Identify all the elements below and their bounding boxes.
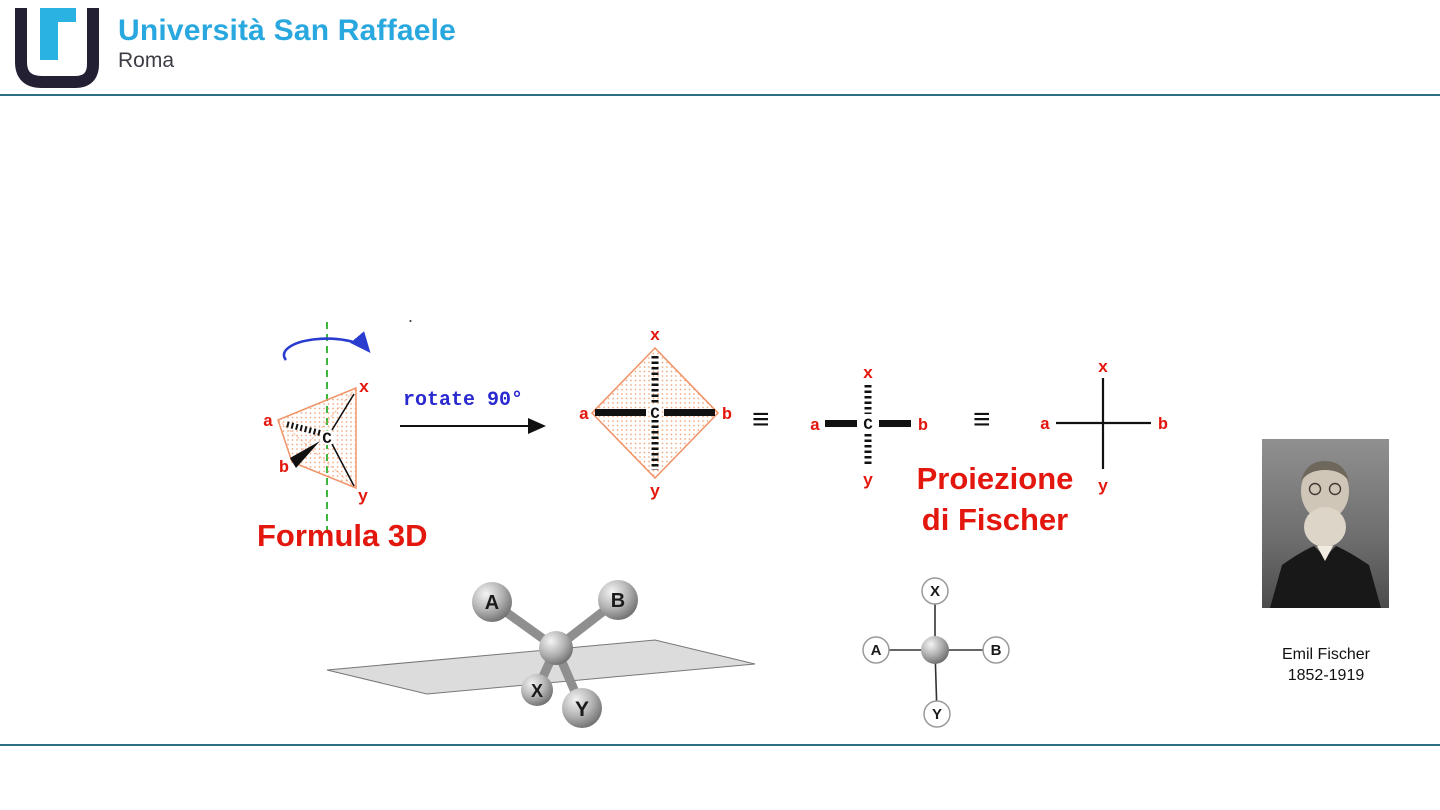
substituent-b-label: b bbox=[722, 406, 732, 425]
bond-wedge-b bbox=[290, 441, 320, 468]
proiezione-line1: Proiezione bbox=[916, 461, 1074, 496]
group-X-label: X bbox=[531, 681, 543, 701]
substituent-x-label: x bbox=[650, 327, 660, 346]
substituent-a-label: a bbox=[579, 406, 589, 425]
group-X-label: X bbox=[930, 583, 940, 600]
central-atom-sphere bbox=[539, 631, 573, 665]
group-A-label: A bbox=[871, 642, 882, 659]
bond-to-y bbox=[331, 443, 355, 487]
portrait-glasses-left bbox=[1308, 482, 1322, 496]
carbon-label: C bbox=[650, 405, 660, 423]
sphere-Y bbox=[562, 688, 602, 728]
portrait-face bbox=[1301, 462, 1349, 520]
diamond-face bbox=[590, 346, 720, 480]
bold-bond-b bbox=[664, 409, 715, 416]
tetrahedron-face bbox=[277, 386, 357, 490]
circle-A bbox=[862, 636, 890, 664]
sphere-X bbox=[521, 674, 553, 706]
portrait-suit bbox=[1270, 546, 1381, 608]
rotate-arrow-figure: rotate 90° bbox=[400, 389, 546, 434]
central-atom-sphere bbox=[921, 636, 949, 664]
university-name: Università San Raffaele bbox=[118, 14, 457, 47]
rotated-tetrahedron-figure: C a b x y bbox=[579, 327, 732, 502]
header: Università San Raffaele Roma bbox=[12, 6, 456, 88]
proiezione-line2: di Fischer bbox=[921, 502, 1069, 537]
portrait-collar bbox=[1317, 546, 1333, 561]
substituent-y-label: y bbox=[650, 483, 660, 502]
substituent-y-label: y bbox=[358, 488, 368, 507]
group-Y-label: Y bbox=[575, 698, 589, 721]
circle-Y bbox=[923, 700, 951, 728]
substituent-a-label: a bbox=[1040, 416, 1050, 435]
flat-model-figure: X A B Y bbox=[862, 577, 1010, 728]
group-B-label: B bbox=[991, 642, 1002, 659]
university-logo bbox=[15, 8, 99, 88]
substituent-x-label: x bbox=[1098, 359, 1108, 378]
substituent-a-label: a bbox=[810, 417, 820, 436]
portrait-hair bbox=[1301, 461, 1349, 481]
group-Y-label: Y bbox=[932, 706, 942, 723]
university-text: Università San Raffaele Roma bbox=[118, 6, 456, 73]
portrait-name: Emil Fischer bbox=[1281, 646, 1370, 663]
carbon-label: C bbox=[863, 416, 873, 434]
logo-t-shape bbox=[40, 8, 76, 60]
stray-dot: . bbox=[408, 306, 414, 326]
group-B-label: B bbox=[611, 590, 625, 612]
group-A-label: A bbox=[485, 592, 499, 614]
substituent-y-label: y bbox=[863, 472, 873, 491]
substituent-x-label: x bbox=[863, 365, 873, 384]
equivalence-sign-2: ≡ bbox=[973, 403, 991, 436]
bond-hash-a bbox=[285, 421, 321, 436]
bold-bond-b bbox=[879, 420, 911, 427]
substituent-b-label: b bbox=[1158, 416, 1168, 435]
substituent-b-label: b bbox=[279, 459, 289, 478]
header-divider bbox=[0, 94, 1440, 96]
portrait-beard bbox=[1304, 507, 1346, 547]
substituent-y-label: y bbox=[1098, 478, 1108, 497]
university-city: Roma bbox=[118, 49, 175, 72]
tetrahedron-edges bbox=[277, 387, 357, 489]
substituent-a-label: a bbox=[263, 413, 273, 432]
circle-B bbox=[982, 636, 1010, 664]
tetrahedral-model-figure: A B X Y bbox=[326, 580, 756, 728]
portrait-caption: Emil Fischer 1852-1919 bbox=[1255, 644, 1397, 686]
wedge-formula-figure: C a b x y bbox=[810, 365, 928, 491]
bonds-3d bbox=[331, 393, 355, 487]
sphere-B bbox=[598, 580, 638, 620]
bold-bond-a bbox=[825, 420, 857, 427]
circle-X bbox=[921, 577, 949, 605]
carbon-label: C bbox=[322, 430, 332, 448]
equivalence-sign-1: ≡ bbox=[752, 403, 770, 436]
fischer-projection-figure: x y a b bbox=[1040, 359, 1168, 497]
rotate-label: rotate 90° bbox=[403, 389, 523, 412]
emil-fischer-portrait bbox=[1262, 439, 1389, 608]
footer-divider bbox=[0, 744, 1440, 746]
portrait-glasses-right bbox=[1328, 482, 1342, 496]
substituent-x-label: x bbox=[359, 379, 369, 398]
logo-u-shape bbox=[15, 8, 99, 88]
bond-to-x bbox=[331, 393, 355, 431]
sphere-A bbox=[472, 582, 512, 622]
substituent-b-label: b bbox=[918, 417, 928, 436]
proiezione-label: Proiezione di Fischer bbox=[895, 458, 1095, 540]
portrait-years: 1852-1919 bbox=[1287, 667, 1365, 684]
formula-3d-figure: C a b x y bbox=[263, 322, 371, 535]
formula-3d-label: Formula 3D bbox=[257, 518, 428, 553]
rotation-arc-arrow bbox=[282, 331, 371, 361]
bold-bond-a bbox=[595, 409, 646, 416]
